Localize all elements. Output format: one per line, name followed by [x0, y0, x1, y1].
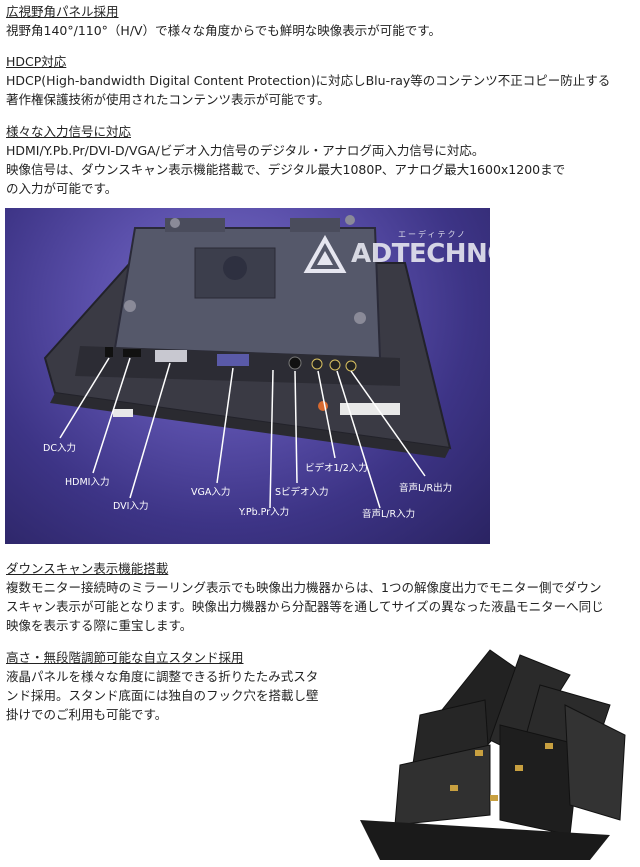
label-svideo-input: Sビデオ入力 [275, 487, 329, 498]
section-hdcp: HDCP対応 HDCP(High-bandwidth Digital Conte… [6, 53, 632, 109]
section-text-line: 視野角140°/110°（H/V）で様々な角度からでも鮮明な映像表示が可能です。 [6, 23, 441, 38]
section-heading: 高さ・無段階調節可能な自立スタンド採用 [6, 650, 244, 665]
section-input-signals: 様々な入力信号に対応 HDMI/Y.Pb.Pr/DVI-D/VGA/ビデオ入力信… [6, 123, 632, 198]
stand-angles-photo [340, 645, 640, 867]
logo-text: ADTECHNO [351, 239, 490, 269]
section-text-line: 液晶パネルを様々な角度に調整できる折りたたみ式スタ [6, 669, 319, 684]
logo-kana: エーディテクノ [398, 230, 467, 239]
adtechno-logo: エーディテクノ ADTECHNO [303, 230, 490, 275]
section-text-line: の入力が可能です。 [6, 181, 118, 196]
section-text-line: HDCP(High-bandwidth Digital Content Prot… [6, 73, 611, 88]
label-audio-output: 音声L/R出力 [399, 483, 453, 494]
section-text-line: ンド採用。スタンド底面には独自のフック穴を搭載し壁 [6, 688, 319, 703]
section-downscan: ダウンスキャン表示機能搭載 複数モニター接続時のミラーリング表示でも映像出力機器… [6, 560, 632, 635]
monitor-ports-photo: エーディテクノ ADTECHNO DC入力 HDMI入力 DVI入力 VGA入力… [5, 208, 490, 544]
section-stand: 高さ・無段階調節可能な自立スタンド採用 液晶パネルを様々な角度に調整できる折りた… [6, 649, 346, 724]
section-text-line: 掛けでのご利用も可能です。 [6, 707, 168, 722]
section-text-line: 映像を表示する際に重宝します。 [6, 618, 193, 633]
label-ypbpr-input: Y.Pb.Pr入力 [239, 507, 290, 518]
logo-mark-icon [303, 235, 347, 273]
label-vga-input: VGA入力 [191, 487, 231, 498]
label-dc-input: DC入力 [43, 443, 76, 454]
label-dvi-input: DVI入力 [113, 501, 149, 512]
section-text-line: スキャン表示が可能となります。映像出力機器から分配器等を通してサイズの異なった液… [6, 599, 604, 614]
section-text-line: 複数モニター接続時のミラーリング表示でも映像出力機器からは、1つの解像度出力でモ… [6, 580, 602, 595]
section-text-line: 著作権保護技術が使用されたコンテンツ表示が可能です。 [6, 92, 330, 107]
section-text-line: HDMI/Y.Pb.Pr/DVI-D/VGA/ビデオ入力信号のデジタル・アナログ… [6, 143, 485, 158]
section-heading: ダウンスキャン表示機能搭載 [6, 561, 169, 576]
stand-angles-illustration [360, 649, 626, 860]
section-wide-viewing-angle: 広視野角パネル採用 視野角140°/110°（H/V）で様々な角度からでも鮮明な… [6, 3, 632, 40]
section-heading: 様々な入力信号に対応 [6, 124, 132, 139]
section-heading: HDCP対応 [6, 54, 67, 69]
label-video-input: ビデオ1/2入力 [305, 463, 368, 474]
label-audio-input: 音声L/R入力 [362, 509, 416, 520]
section-text-line: 映像信号は、ダウンスキャン表示機能搭載で、デジタル最大1080P、アナログ最大1… [6, 162, 566, 177]
label-hdmi-input: HDMI入力 [65, 477, 110, 488]
section-heading: 広視野角パネル採用 [6, 4, 119, 19]
